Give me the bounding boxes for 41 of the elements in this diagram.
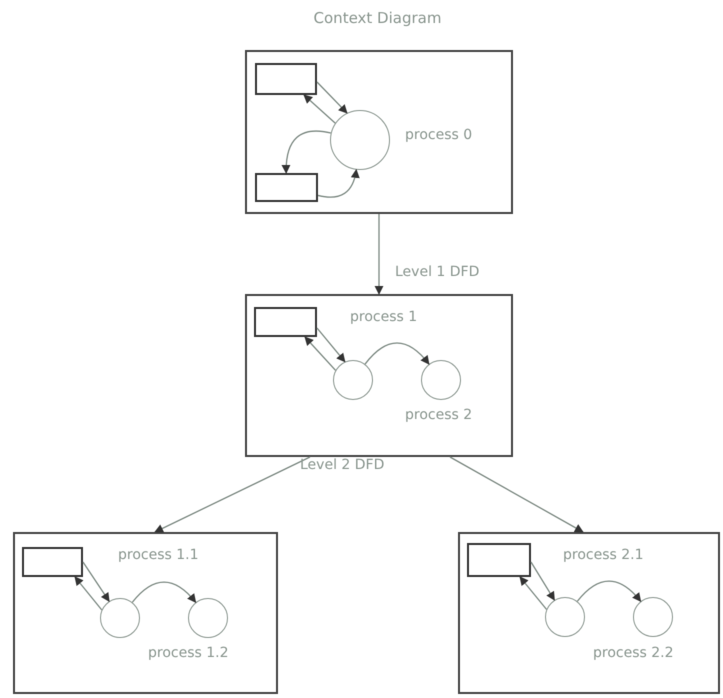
flow-arrow — [316, 328, 346, 362]
process-label: process 1 — [350, 308, 418, 326]
diagram-title: Context Diagram — [312, 9, 442, 27]
flow-arrow — [519, 576, 547, 610]
flow-arrow — [316, 82, 348, 114]
flow-arrow — [132, 581, 196, 603]
flow-arrow — [154, 456, 310, 533]
flow-arrow — [282, 130, 331, 174]
process-label: process 2.1 — [563, 546, 644, 564]
process-circle — [100, 598, 140, 638]
flow-arrow — [74, 576, 102, 610]
process-label: process 2 — [405, 406, 472, 424]
flow-arrow — [374, 214, 384, 295]
process-circle — [330, 110, 390, 170]
level-label: Level 2 DFD — [300, 456, 384, 474]
flow-arrow — [364, 342, 430, 365]
diagram-frame — [245, 294, 513, 457]
process-label: process 0 — [405, 126, 472, 144]
process-label: process 1.1 — [118, 546, 199, 564]
data-store-box — [254, 307, 317, 337]
flow-arrow — [576, 580, 642, 602]
data-store-box — [255, 63, 317, 95]
flow-arrow — [450, 456, 584, 533]
diagram-frame — [13, 532, 278, 694]
diagram-frame — [245, 50, 513, 214]
process-circle — [545, 597, 585, 637]
data-store-box — [255, 173, 318, 202]
data-store-box — [467, 543, 531, 577]
flow-arrow — [303, 94, 336, 124]
process-circle — [421, 360, 461, 400]
flow-arrow — [530, 562, 555, 601]
process-label: process 1.2 — [148, 644, 229, 662]
flow-arrow — [318, 168, 360, 198]
process-circle — [333, 360, 373, 400]
diagram-frame — [458, 532, 720, 694]
process-circle — [188, 598, 228, 638]
data-store-box — [22, 547, 83, 577]
flow-arrow — [304, 336, 336, 371]
process-label: process 2.2 — [593, 644, 674, 662]
process-circle — [633, 597, 673, 637]
flow-arrow — [82, 562, 110, 602]
